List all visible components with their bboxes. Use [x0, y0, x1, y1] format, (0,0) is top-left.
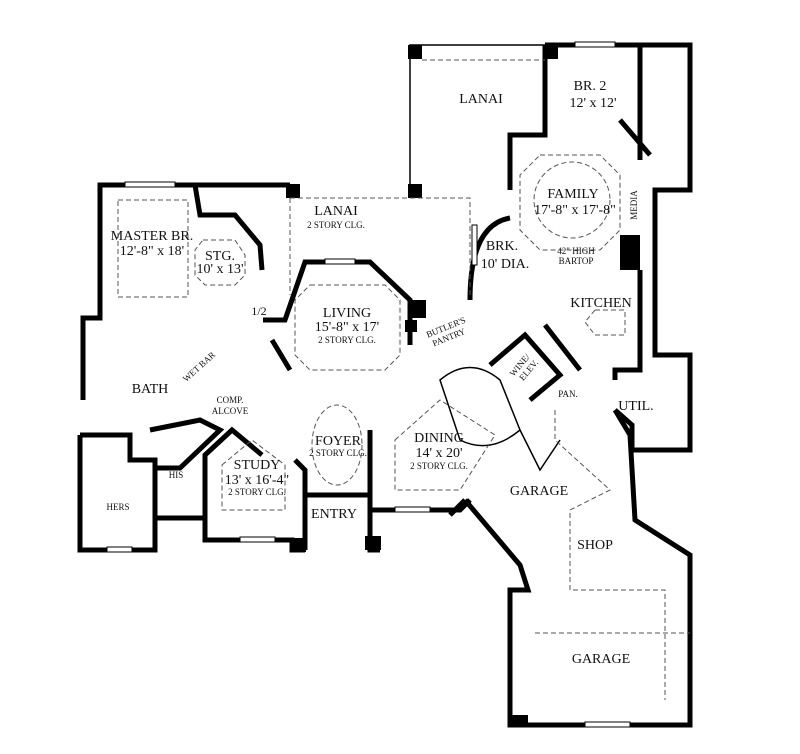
- room-pantry: PAN.: [558, 389, 577, 399]
- room-labels: LANAI BR. 2 12' x 12' FAMILY 17'-8" x 17…: [106, 79, 653, 667]
- room-half-bath: 1/2: [251, 304, 266, 318]
- room-study: STUDY: [234, 458, 281, 473]
- room-comp-alcove-2: ALCOVE: [212, 406, 249, 416]
- room-shop: SHOP: [577, 538, 613, 553]
- room-foyer-note: 2 STORY CLG.: [309, 448, 367, 458]
- room-entry: ENTRY: [311, 507, 357, 522]
- dashed-lines: [117, 59, 690, 700]
- room-brk-size: 10' DIA.: [481, 257, 529, 272]
- room-comp-alcove: COMP.: [217, 395, 244, 405]
- room-garage-1: GARAGE: [510, 484, 568, 499]
- room-media: MEDIA: [629, 190, 639, 220]
- bartop-label-2: BARTOP: [559, 256, 594, 266]
- room-his: HIS: [169, 470, 184, 480]
- room-wet-bar: WET BAR: [181, 350, 217, 384]
- room-family-size: 17'-8" x 17'-8": [534, 203, 616, 218]
- room-br2-size: 12' x 12': [569, 96, 616, 111]
- posts: [286, 45, 640, 727]
- bartop-label: 42" HIGH: [557, 246, 595, 256]
- room-bath: BATH: [132, 382, 169, 397]
- room-stg: STG.: [205, 249, 235, 264]
- room-living-size: 15'-8" x 17': [315, 320, 379, 335]
- walls: [77, 42, 693, 728]
- room-dining-size: 14' x 20': [415, 446, 462, 461]
- room-living: LIVING: [323, 306, 371, 321]
- room-lanai-lower-note: 2 STORY CLG.: [307, 220, 365, 230]
- room-master-size: 12'-8" x 18': [120, 244, 184, 259]
- room-study-note: 2 STORY CLG.: [228, 487, 286, 497]
- room-dining: DINING: [414, 431, 464, 446]
- room-util: UTIL.: [618, 399, 653, 414]
- room-br2: BR. 2: [574, 79, 607, 94]
- windows: [106, 41, 631, 728]
- room-lanai-lower: LANAI: [314, 204, 358, 219]
- room-hers: HERS: [106, 502, 129, 512]
- room-living-note: 2 STORY CLG.: [318, 335, 376, 345]
- room-kitchen: KITCHEN: [570, 296, 631, 311]
- room-study-size: 13' x 16'-4": [225, 473, 289, 488]
- room-foyer: FOYER: [315, 434, 362, 449]
- room-dining-note: 2 STORY CLG.: [410, 461, 468, 471]
- room-master: MASTER BR.: [111, 229, 193, 244]
- room-family: FAMILY: [547, 187, 598, 202]
- room-lanai-upper: LANAI: [459, 92, 503, 107]
- room-brk: BRK.: [486, 239, 518, 254]
- room-garage-2: GARAGE: [572, 652, 630, 667]
- room-stg-size: 10' x 13': [196, 262, 243, 277]
